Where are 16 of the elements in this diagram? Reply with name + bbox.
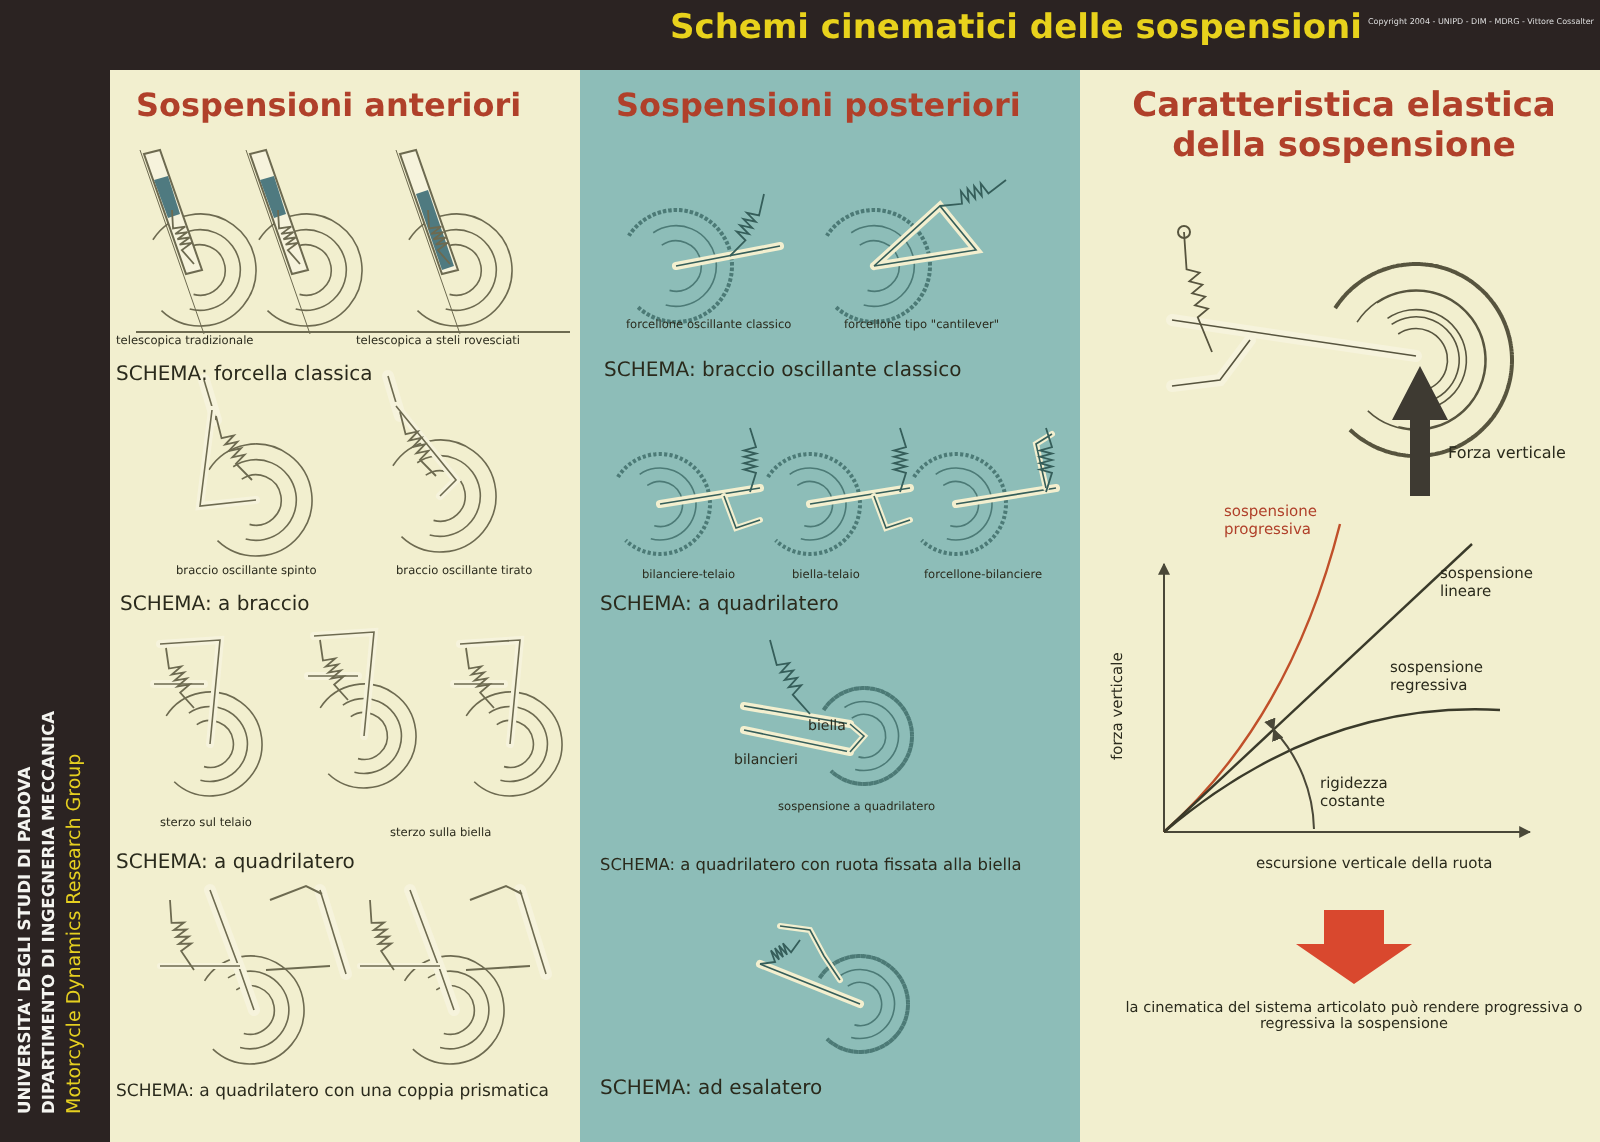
section-heading: Sospensioni anteriori — [136, 88, 524, 125]
text-label: SCHEMA: a quadrilatero con ruota fissata alla biella — [600, 856, 1024, 875]
section-heading: Sospensioni posteriori — [616, 88, 1023, 125]
scheme-caption: SCHEMA: ad esalatero — [600, 1078, 825, 1101]
scheme-caption: SCHEMA: forcella classica — [116, 364, 375, 387]
scheme-caption: SCHEMA: a braccio — [120, 594, 312, 617]
scheme-caption: SCHEMA: a quadrilatero — [116, 852, 357, 875]
text-label: UNIVERSITA' DEGLI STUDI DI PADOVA — [16, 764, 36, 1114]
text-label: SCHEMA: a quadrilatero con una coppia prismatica — [116, 1084, 551, 1104]
text-label: Forza verticale — [1448, 444, 1568, 463]
scheme-caption: SCHEMA: braccio oscillante classico — [604, 360, 964, 383]
section-heading: Caratteristica elastica della sospensione — [1130, 88, 1558, 167]
scheme-caption: SCHEMA: a quadrilatero — [600, 594, 841, 617]
text-label: DIPARTIMENTO DI INGEGNERIA MECCANICA — [40, 708, 60, 1114]
text-label: Motorcycle Dynamics Research Group — [66, 751, 88, 1114]
poster-title: Schemi cinematici delle sospensioni — [670, 10, 1362, 50]
